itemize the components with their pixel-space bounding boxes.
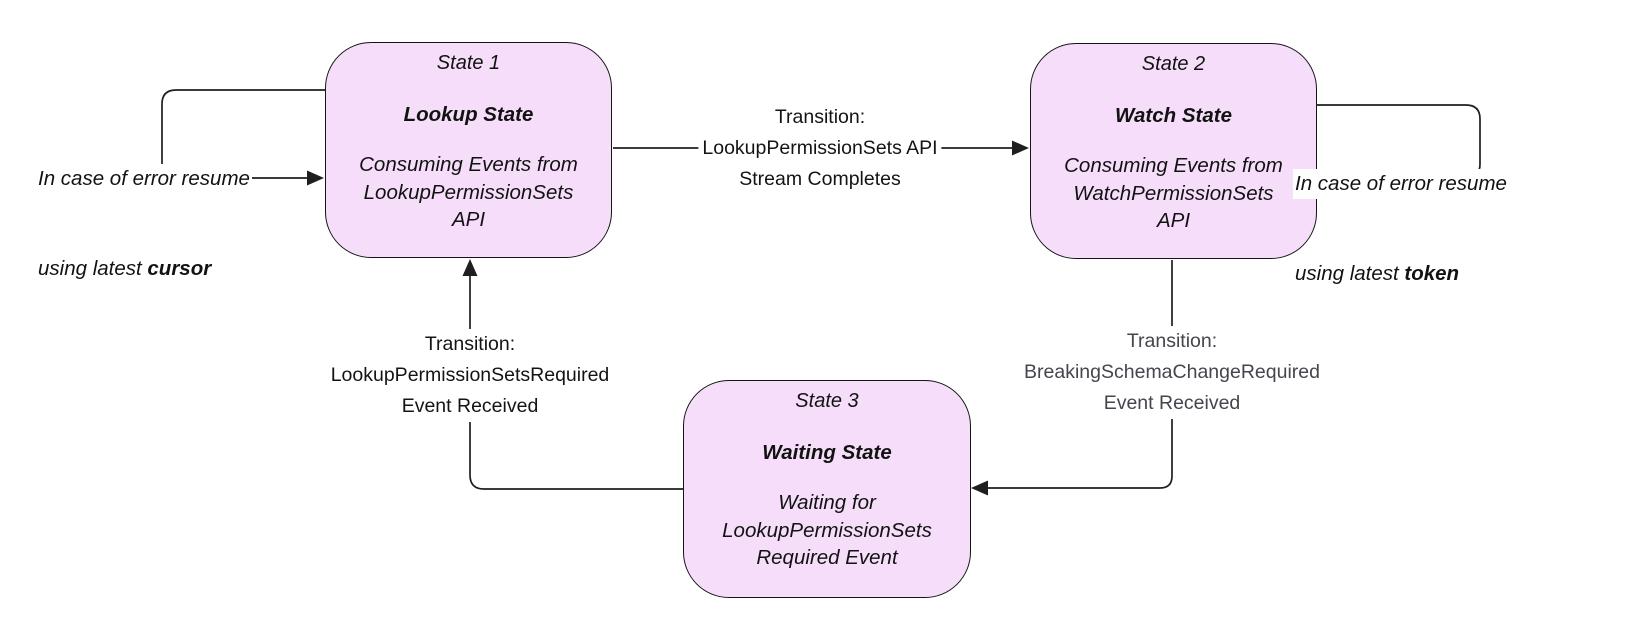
state-2-title: State 2	[1141, 53, 1206, 75]
transition-line: LookupPermissionSetsRequired	[326, 360, 614, 391]
error-loop-text: using latest cursor	[36, 254, 214, 284]
state-3-description: Waiting for LookupPermissionSets Require…	[684, 489, 970, 572]
arrow-state2-to-state3	[987, 260, 1173, 489]
state-1-name: Lookup State	[403, 103, 534, 126]
transition-line: Stream Completes	[735, 164, 905, 195]
arrowhead-into-state3	[971, 480, 988, 496]
error-loop-keyword: cursor	[147, 257, 212, 280]
error-loop-text: In case of error resume	[1293, 169, 1509, 199]
error-loop-label-state2: In case of error resume using latest tok…	[1293, 109, 1509, 349]
transition-label-state3-to-state1: Transition: LookupPermissionSetsRequired…	[326, 329, 614, 422]
state-3-name: Waiting State	[762, 441, 892, 464]
state-1-desc-line: LookupPermissionSets	[363, 180, 574, 204]
state-1-desc-line: API	[451, 208, 486, 231]
state-3-desc-line: Required Event	[756, 546, 898, 569]
state-2-description: Consuming Events from WatchPermissionSet…	[1031, 152, 1316, 235]
arrowhead-loop-into-state1	[307, 170, 324, 186]
transition-label-state2-to-state3: Transition: BreakingSchemaChangeRequired…	[1020, 326, 1324, 419]
transition-line: BreakingSchemaChangeRequired	[1020, 357, 1324, 388]
state-2-name: Watch State	[1115, 104, 1232, 127]
error-loop-text: using latest token	[1293, 259, 1462, 289]
transition-line: Transition:	[420, 329, 520, 360]
error-loop-row: In case of error resume	[1293, 169, 1509, 199]
error-loop-row: using latest token	[1293, 259, 1509, 289]
state-3-box: State 3 Waiting State Waiting for Lookup…	[683, 380, 971, 598]
transition-line: LookupPermissionSets API	[698, 133, 942, 164]
arrowhead-into-state2	[1012, 140, 1029, 156]
error-loop-text: In case of error resume	[36, 164, 252, 194]
error-loop-row: In case of error resume	[36, 164, 252, 194]
error-loop-row: using latest cursor	[36, 254, 252, 284]
state-2-desc-line: Consuming Events from	[1064, 154, 1283, 177]
transition-line: Transition:	[770, 102, 870, 133]
state-1-desc-line: Consuming Events from	[359, 153, 578, 176]
state-2-box: State 2 Watch State Consuming Events fro…	[1030, 43, 1317, 259]
state-3-desc-line: LookupPermissionSets	[722, 518, 932, 542]
arrowhead-into-state1-bottom	[462, 259, 478, 276]
state-3-desc-line: Waiting for	[778, 491, 876, 514]
error-loop-text-prefix: using latest	[1295, 262, 1405, 285]
transition-label-state1-to-state2: Transition: LookupPermissionSets API Str…	[698, 102, 942, 195]
error-loop-keyword: token	[1404, 262, 1460, 285]
transition-line: Event Received	[1099, 388, 1245, 419]
state-1-title: State 1	[436, 52, 501, 74]
error-loop-label-state1: In case of error resume using latest cur…	[36, 104, 252, 344]
state-2-desc-line: WatchPermissionSets	[1073, 181, 1274, 205]
state-2-desc-line: API	[1156, 209, 1191, 232]
arrow-state3-to-state1	[469, 274, 683, 490]
transition-line: Transition:	[1122, 326, 1222, 357]
state-1-description: Consuming Events from LookupPermissionSe…	[326, 151, 611, 234]
state-1-box: State 1 Lookup State Consuming Events fr…	[325, 42, 612, 258]
state-3-title: State 3	[795, 390, 859, 412]
transition-line: Event Received	[397, 391, 543, 422]
error-loop-text-prefix: using latest	[38, 257, 148, 280]
